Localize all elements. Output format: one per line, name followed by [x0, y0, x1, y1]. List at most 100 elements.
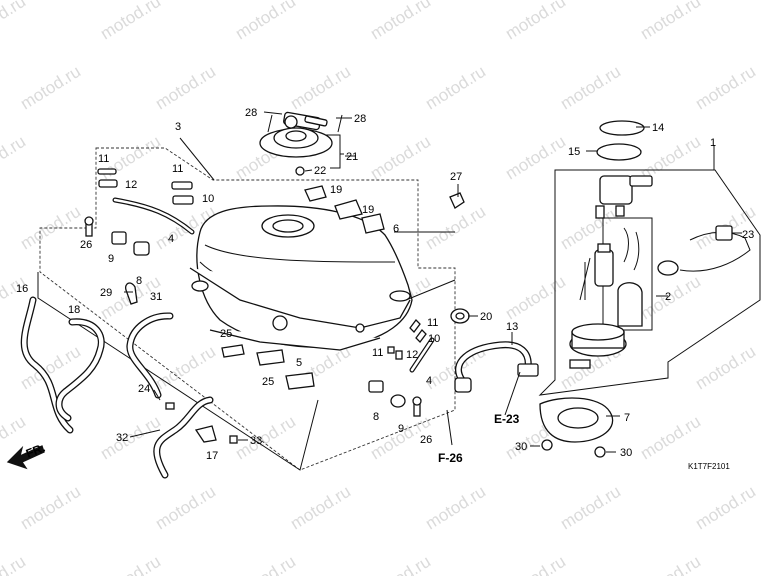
callout-layer: 1234456788991010111111111212131415161718…: [16, 107, 754, 462]
ref-f26: F-26: [438, 451, 463, 465]
callout-14: 14: [652, 122, 664, 134]
callout-3: 3: [175, 121, 181, 133]
callout-30a: 30: [515, 441, 527, 453]
callout-10b: 10: [428, 333, 440, 345]
watermark-text: motod.ru: [287, 482, 354, 534]
callout-26b: 26: [420, 434, 432, 446]
left-hardware: [84, 168, 195, 305]
callout-32: 32: [116, 432, 128, 444]
callout-25b: 25: [262, 376, 274, 388]
fuel-pump-assembly: [569, 120, 751, 369]
leader: [179, 137, 215, 181]
watermark-text: motod.ru: [232, 552, 299, 576]
ref-e23: E-23: [494, 412, 520, 426]
callout-2: 2: [665, 291, 671, 303]
callout-10a: 10: [202, 193, 214, 205]
callout-8a: 8: [136, 275, 142, 287]
callout-7: 7: [624, 412, 630, 424]
watermark-text: motod.ru: [692, 482, 759, 534]
drain-hoses: [20, 296, 238, 479]
callout-27: 27: [450, 171, 462, 183]
fuel-filler-cap: [259, 111, 344, 176]
group-frames: [37, 137, 761, 471]
callout-23: 23: [742, 229, 754, 241]
callout-19a: 19: [330, 184, 342, 196]
callout-6: 6: [393, 223, 399, 235]
watermark-text: motod.ru: [557, 482, 624, 534]
callout-11a: 11: [98, 153, 109, 165]
watermark-text: motod.ru: [692, 342, 759, 394]
watermark-text: motod.ru: [152, 342, 219, 394]
callout-21: 21: [346, 151, 358, 163]
callout-8b: 8: [373, 411, 379, 423]
watermark-text: motod.ru: [97, 552, 164, 576]
callout-9a: 9: [108, 253, 114, 265]
callout-16: 16: [16, 283, 28, 295]
fuel-pump-group-frame: [538, 169, 761, 396]
tank-labels: [221, 185, 385, 390]
watermark-text: motod.ru: [422, 62, 489, 114]
callout-11c: 11: [427, 317, 438, 329]
callout-9b: 9: [398, 423, 404, 435]
watermark-text: motod.ru: [502, 132, 569, 184]
callout-15: 15: [568, 146, 580, 158]
callout-26a: 26: [80, 239, 92, 251]
front-direction-arrow: [6, 445, 45, 470]
callout-28a: 28: [245, 107, 257, 119]
watermark-text: motod.ru: [367, 552, 434, 576]
callout-4a: 4: [168, 233, 174, 245]
watermark-text: motod.ru: [0, 132, 29, 184]
callout-22: 22: [314, 165, 326, 177]
watermark-text: motod.ru: [502, 0, 569, 43]
watermark-text: motod.ru: [97, 0, 164, 43]
front-direction-label: FR.: [24, 441, 47, 461]
callout-12b: 12: [406, 349, 418, 361]
callout-1: 1: [710, 137, 716, 149]
callout-25a: 25: [220, 328, 232, 340]
watermark-text: motod.ru: [367, 132, 434, 184]
watermark-text: motod.ru: [152, 62, 219, 114]
watermark-text: motod.ru: [232, 0, 299, 43]
watermark-text: motod.ru: [557, 62, 624, 114]
callout-20: 20: [480, 311, 492, 323]
fuel-feed-hose: [454, 341, 539, 393]
callout-12a: 12: [125, 179, 137, 191]
callout-17: 17: [206, 450, 218, 462]
fuel-tank: [189, 205, 413, 351]
watermark-text: motod.ru: [0, 552, 29, 576]
callout-11b: 11: [172, 163, 183, 175]
callout-5: 5: [296, 357, 302, 369]
watermark-text: motod.ru: [637, 412, 704, 464]
setting-plate: [539, 397, 614, 458]
callout-24: 24: [138, 383, 150, 395]
watermark-text: motod.ru: [557, 202, 624, 254]
callout-31: 31: [150, 291, 162, 303]
callout-4b: 4: [426, 375, 432, 387]
watermark-text: motod.ru: [232, 412, 299, 464]
callout-18: 18: [68, 304, 80, 316]
diagram-code: K1T7F2101: [688, 462, 730, 471]
watermark-text: motod.ru: [17, 62, 84, 114]
callout-19b: 19: [362, 204, 374, 216]
watermark-text: motod.ru: [0, 0, 29, 43]
watermark-text: motod.ru: [422, 202, 489, 254]
hose-group-frame: [37, 272, 319, 471]
right-hardware: [368, 192, 470, 417]
watermark-text: motod.ru: [17, 482, 84, 534]
callout-30b: 30: [620, 447, 632, 459]
callout-29: 29: [100, 287, 112, 299]
reference-labels: E-23 F-26 FR. K1T7F2101: [24, 412, 730, 471]
watermark-text: motod.ru: [367, 0, 434, 43]
callout-13: 13: [506, 321, 518, 333]
watermark-text: motod.ru: [637, 552, 704, 576]
watermark-text: motod.ru: [637, 0, 704, 43]
watermark-text: motod.ru: [152, 482, 219, 534]
tank-group-frame: [39, 147, 456, 471]
watermark-text: motod.ru: [422, 482, 489, 534]
watermark-text: motod.ru: [502, 552, 569, 576]
watermark-text: motod.ru: [502, 272, 569, 324]
callout-11d: 11: [372, 347, 383, 359]
callout-33: 33: [250, 435, 262, 447]
watermark-text: motod.ru: [692, 62, 759, 114]
